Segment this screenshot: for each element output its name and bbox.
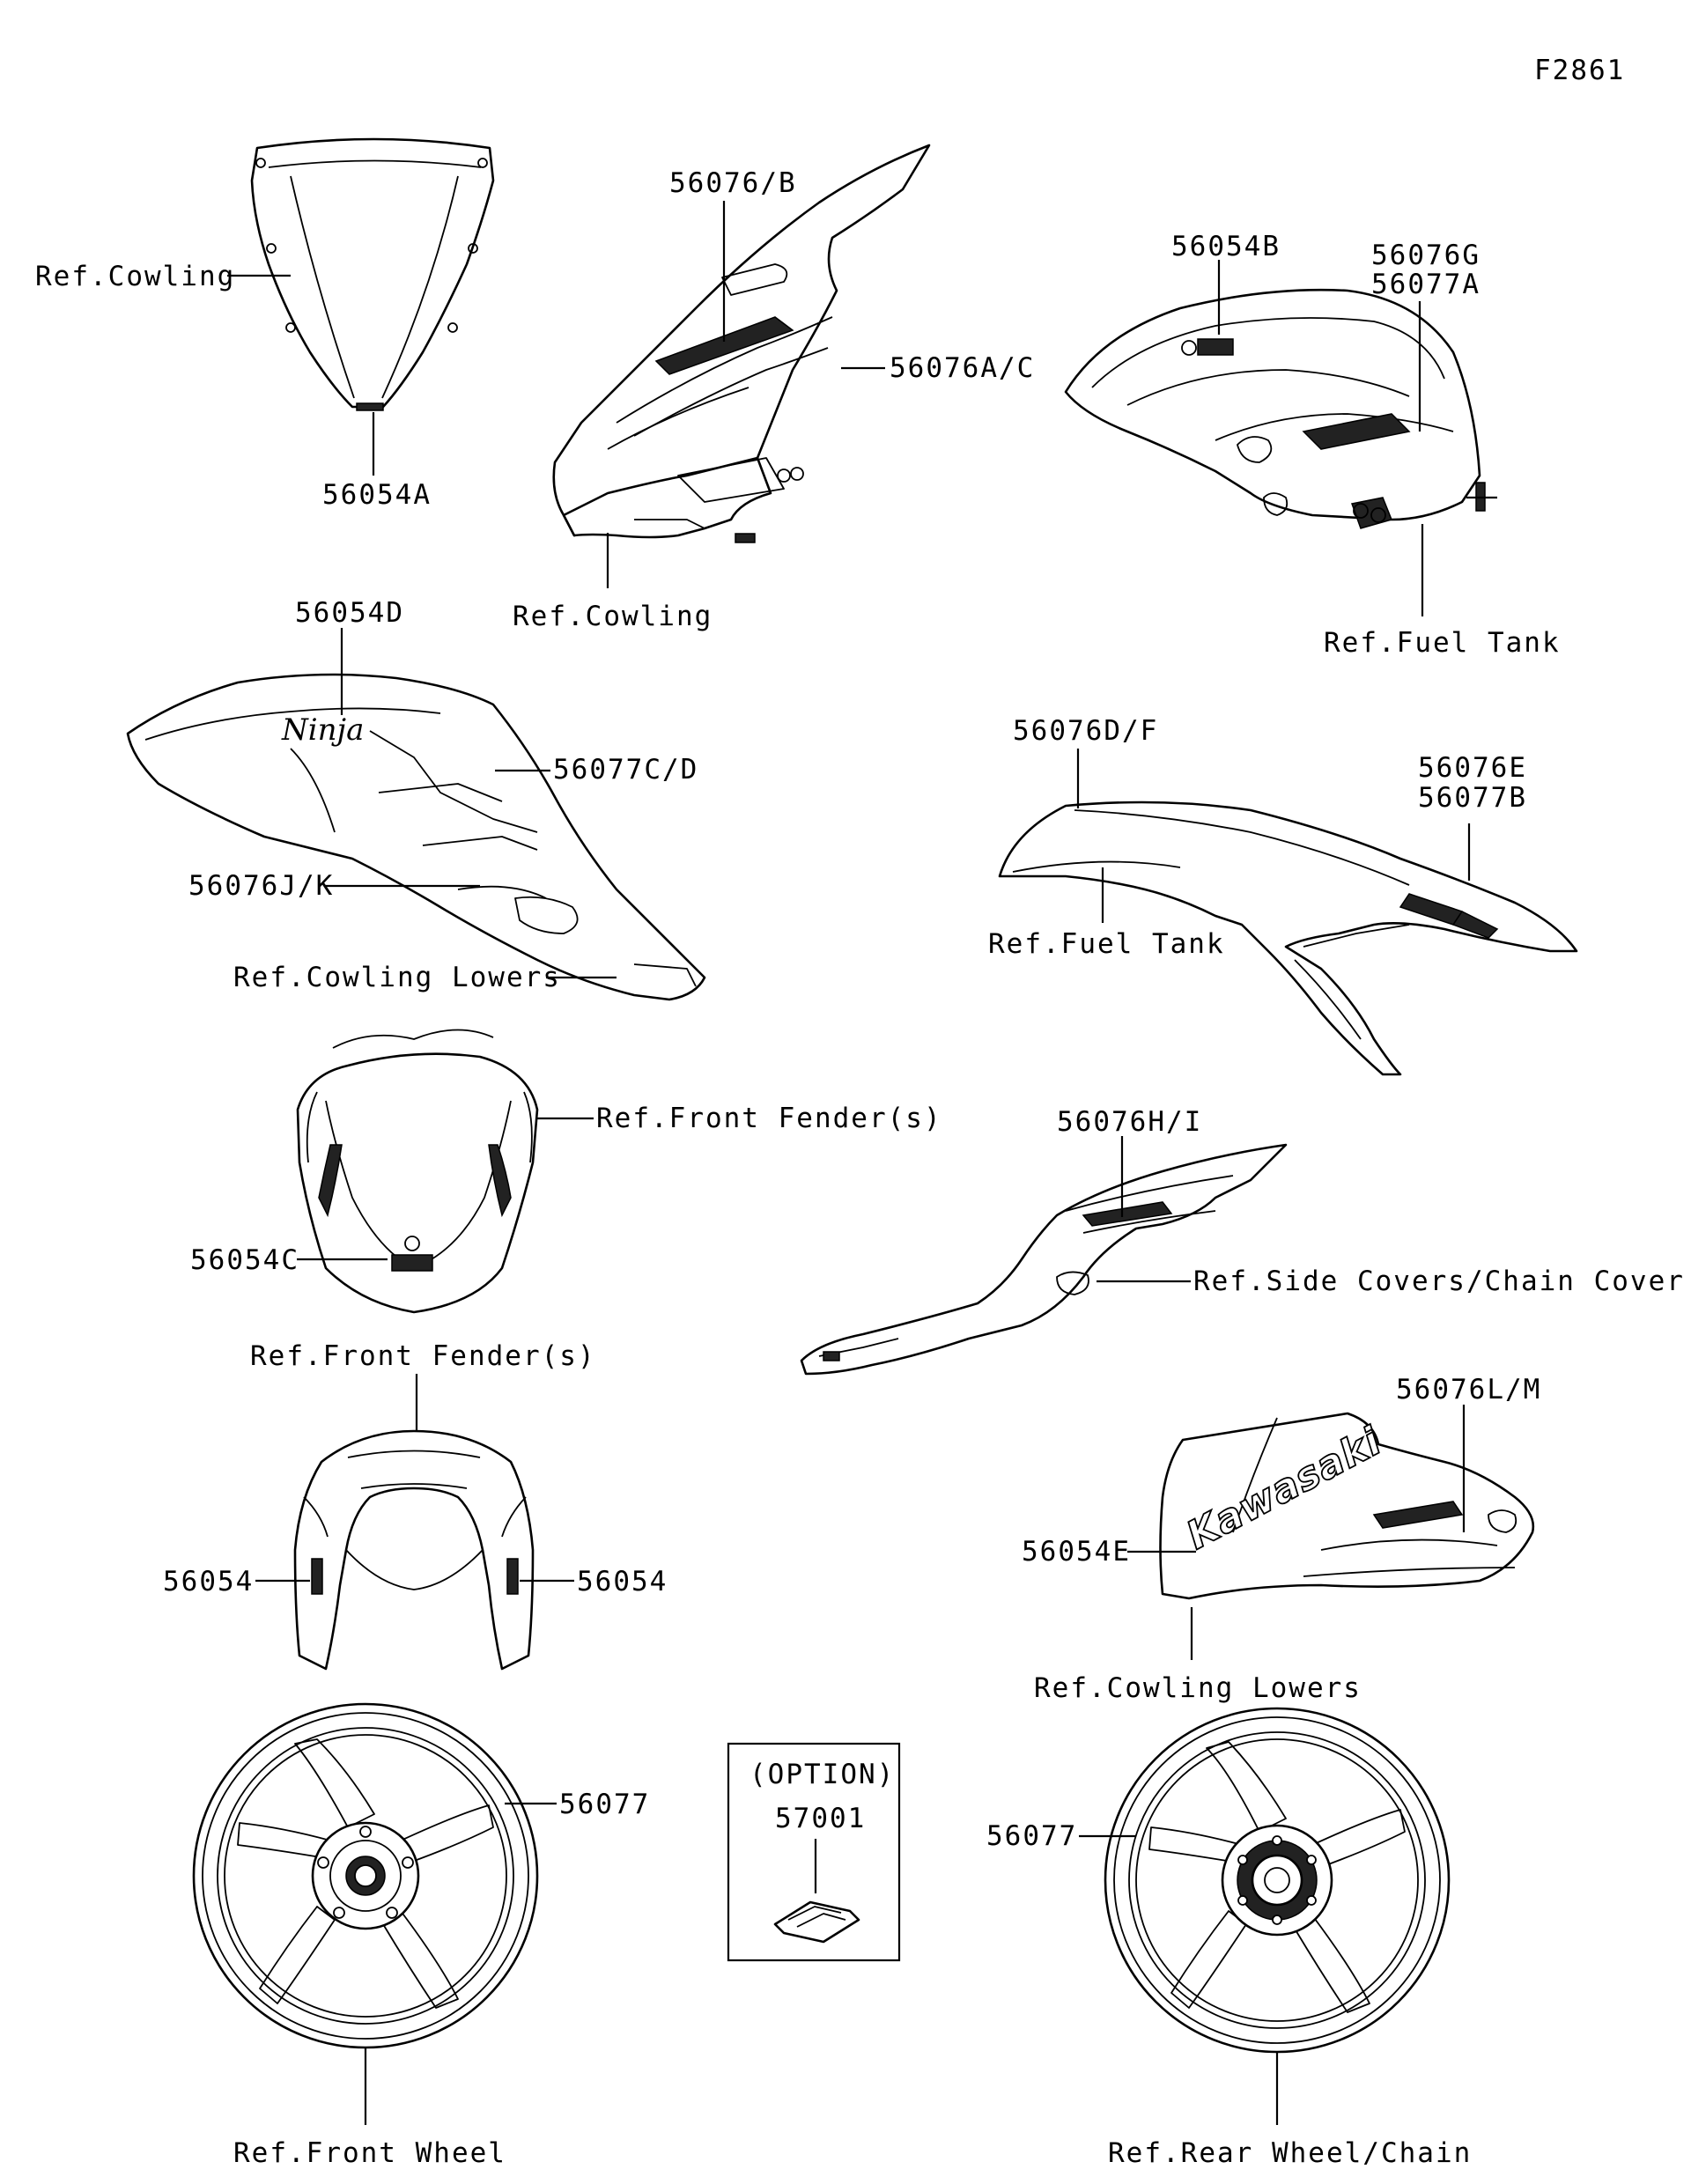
kawasaki-ref-label: Ref.Cowling Lowers bbox=[1034, 1672, 1362, 1704]
kawasaki-lower-cowl-part[interactable]: Kawasaki bbox=[1159, 1412, 1535, 1600]
option-clip-part[interactable] bbox=[773, 1900, 860, 1944]
upper-cowl-part[interactable] bbox=[552, 144, 931, 543]
option-box: (OPTION) 57001 bbox=[727, 1742, 901, 1962]
tank-decal-2-label: 56077A bbox=[1371, 269, 1481, 300]
windscreen-part[interactable] bbox=[250, 137, 495, 411]
windscreen-emblem bbox=[356, 402, 384, 411]
upper-cowl-side-label: 56076A/C bbox=[890, 352, 1035, 384]
front-fender-emblem-label: 56054C bbox=[190, 1244, 299, 1276]
front-wheel-decal-label: 56077 bbox=[559, 1789, 650, 1820]
side-cover-part[interactable] bbox=[800, 1143, 1288, 1376]
lower-decal-label: 56077C/D bbox=[553, 754, 698, 786]
front-fender-part[interactable] bbox=[296, 1029, 539, 1314]
tank-ref-label: Ref.Fuel Tank bbox=[1324, 627, 1561, 659]
kawasaki-emblem-label: 56054E bbox=[1022, 1536, 1131, 1568]
kawasaki-decal-label: 56076L/M bbox=[1396, 1374, 1541, 1406]
side-cover-ref-label: Ref.Side Covers/Chain Cover bbox=[1193, 1265, 1685, 1297]
rear-wheel-ref-label: Ref.Rear Wheel/Chain bbox=[1108, 2137, 1472, 2169]
front-fender-emblem-icon bbox=[404, 1236, 420, 1251]
tankcover-decal-1-label: 56076E bbox=[1418, 752, 1527, 784]
rear-wheel-part[interactable] bbox=[1104, 1707, 1451, 2054]
lower-ref-label: Ref.Cowling Lowers bbox=[233, 962, 561, 993]
tank-side-cover-part[interactable] bbox=[998, 801, 1578, 1076]
rear-fender-part[interactable] bbox=[293, 1429, 535, 1671]
front-wheel-part[interactable] bbox=[192, 1702, 539, 2049]
upper-cowl-cowling-label: Ref.Cowling bbox=[513, 601, 713, 632]
side-cover-decal-label: 56076H/I bbox=[1057, 1106, 1202, 1138]
lower-stripe-label: 56076J/K bbox=[188, 870, 334, 902]
tankcover-top-label: 56076D/F bbox=[1013, 715, 1158, 747]
tank-emblem-label: 56054B bbox=[1171, 231, 1281, 262]
tankcover-decal-2-label: 56077B bbox=[1418, 782, 1527, 814]
option-title-label: (OPTION) bbox=[750, 1759, 895, 1790]
windscreen-part-label: 56054A bbox=[322, 479, 432, 511]
tank-decal-1-label: 56076G bbox=[1371, 240, 1481, 271]
front-wheel-ref-label: Ref.Front Wheel bbox=[233, 2137, 506, 2169]
tank-emblem-icon bbox=[1181, 340, 1197, 356]
upper-cowl-top-label: 56076/B bbox=[669, 167, 797, 199]
rear-fender-ref-label: Ref.Front Fender(s) bbox=[250, 1340, 596, 1372]
rear-fender-left-label: 56054 bbox=[163, 1566, 254, 1597]
option-part-label: 57001 bbox=[775, 1803, 866, 1834]
diagram-code: F2861 bbox=[1534, 55, 1625, 86]
lower-cowl-part[interactable]: Ninja bbox=[126, 673, 706, 1001]
rear-wheel-decal-label: 56077 bbox=[986, 1820, 1077, 1852]
front-fender-ref-label: Ref.Front Fender(s) bbox=[596, 1103, 942, 1134]
rear-fender-right-label: 56054 bbox=[577, 1566, 668, 1597]
lower-ninja-label: 56054D bbox=[295, 597, 404, 629]
ninja-decal-text: Ninja bbox=[281, 712, 364, 748]
windscreen-cowling-label: Ref.Cowling bbox=[35, 261, 235, 292]
tankcover-ref-label: Ref.Fuel Tank bbox=[988, 928, 1225, 960]
fuel-tank-cover-part[interactable] bbox=[1064, 288, 1497, 529]
